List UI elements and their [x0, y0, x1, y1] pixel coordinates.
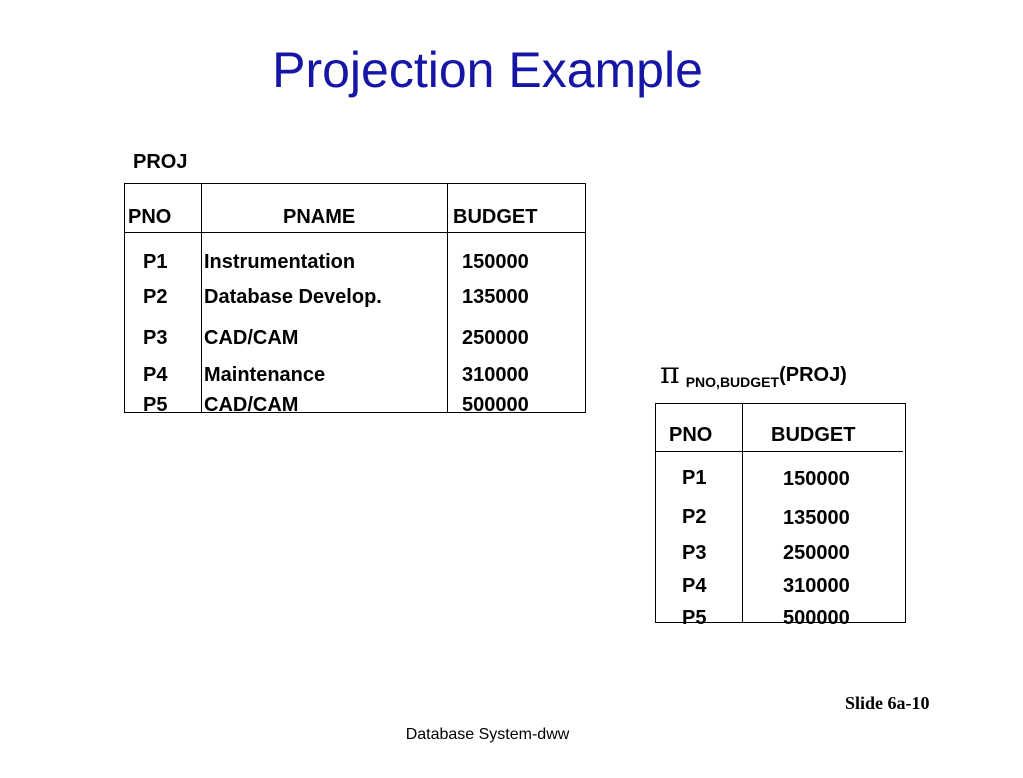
proj-header-pname: PNAME — [283, 206, 356, 228]
result-row-3-pno: P3 — [682, 542, 707, 564]
proj-table-caption: PROJ — [133, 151, 188, 173]
result-header-pno: PNO — [669, 424, 713, 446]
pi-symbol: π — [660, 356, 680, 391]
result-row-4-pno: P4 — [682, 575, 707, 597]
proj-row-5-pno: P5 — [143, 394, 168, 416]
proj-row-5-budget: 500000 — [462, 394, 529, 416]
result-row-2-pno: P2 — [682, 506, 707, 528]
result-row-4-budget: 310000 — [783, 575, 850, 597]
proj-row-3-pname: CAD/CAM — [204, 327, 299, 349]
result-col-divider — [742, 404, 743, 622]
slide-title: Projection Example — [272, 42, 703, 98]
proj-header-pno: PNO — [128, 206, 172, 228]
slide-number: Slide 6a-10 — [845, 693, 930, 713]
result-table: PNO BUDGET P1 150000 P2 135000 P3 250000… — [655, 403, 906, 629]
proj-row-1-pname: Instrumentation — [204, 251, 356, 273]
result-row-1-pno: P1 — [682, 467, 707, 489]
result-row-5-budget: 500000 — [783, 607, 850, 629]
proj-header-budget: BUDGET — [453, 206, 538, 228]
result-header-divider — [656, 451, 903, 452]
proj-col-divider-1 — [201, 184, 202, 412]
proj-row-4-budget: 310000 — [462, 364, 529, 386]
projection-subscript: PNO,BUDGET — [685, 374, 780, 390]
proj-row-1-budget: 150000 — [462, 251, 529, 273]
projection-argument: (PROJ) — [779, 364, 847, 386]
proj-row-2-budget: 135000 — [462, 286, 529, 308]
proj-col-divider-2 — [447, 184, 448, 412]
result-header-budget: BUDGET — [771, 424, 856, 446]
proj-row-4-pno: P4 — [143, 364, 168, 386]
proj-row-3-budget: 250000 — [462, 327, 529, 349]
proj-row-5-pname: CAD/CAM — [204, 394, 299, 416]
proj-row-4-pname: Maintenance — [204, 364, 326, 386]
result-row-1-budget: 150000 — [783, 468, 850, 490]
footer-text: Database System-dww — [405, 726, 570, 743]
proj-table: PNO PNAME BUDGET P1 Instrumentation 1500… — [124, 183, 586, 416]
proj-header-divider — [125, 232, 585, 233]
result-row-2-budget: 135000 — [783, 507, 850, 529]
proj-row-3-pno: P3 — [143, 327, 168, 349]
proj-row-2-pname: Database Develop. — [204, 286, 382, 308]
proj-row-1-pno: P1 — [143, 251, 168, 273]
result-row-5-pno: P5 — [682, 607, 707, 629]
result-row-3-budget: 250000 — [783, 542, 850, 564]
proj-row-2-pno: P2 — [143, 286, 168, 308]
